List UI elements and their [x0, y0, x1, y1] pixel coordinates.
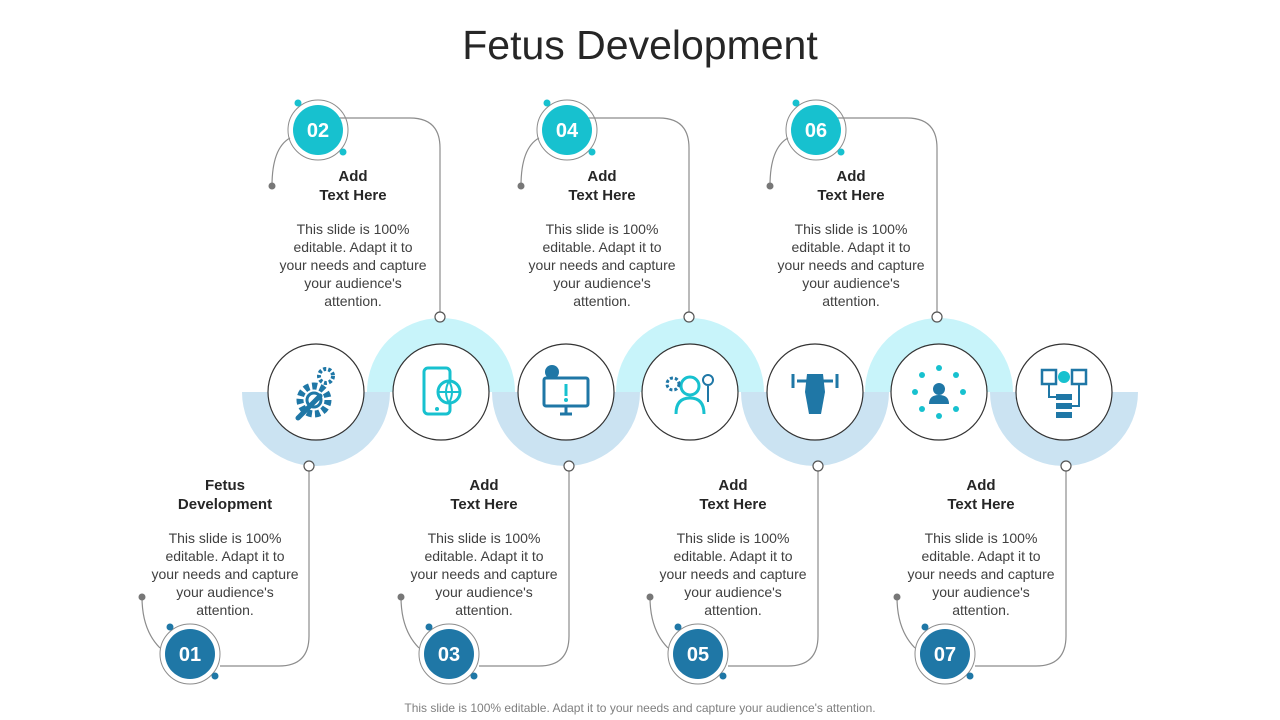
badge-ring-6	[785, 99, 847, 161]
mobile-globe-icon	[422, 366, 462, 416]
connector-line-3	[479, 466, 570, 667]
badge-ring-4	[536, 99, 598, 161]
badge-dot-a-5	[674, 623, 682, 631]
slide-footer: This slide is 100% editable. Adapt it to…	[404, 701, 876, 715]
badge-tail-dot-3	[397, 593, 405, 601]
step-body-3: This slide is 100% editable. Adapt it to…	[410, 530, 558, 618]
step-title-1: Fetus Development	[177, 477, 273, 513]
badge-dot-b-4	[588, 148, 596, 156]
connector-node-5	[812, 460, 824, 472]
step-number-3: 03	[438, 644, 460, 666]
step-body-6: This slide is 100% editable. Adapt it to…	[777, 221, 925, 309]
step-title-2: Add Text Here	[319, 168, 387, 204]
badge-ring-3	[418, 623, 480, 685]
badge-ring-7	[914, 623, 976, 685]
monitor-bug-alert-icon	[542, 365, 590, 416]
band-arc-3	[492, 392, 640, 466]
band-arc-4	[616, 318, 764, 392]
user-network-arrows-icon	[912, 365, 966, 419]
badge-ring-5	[667, 623, 729, 685]
badge-dot-b-7	[966, 672, 974, 680]
badge-tail-5	[649, 596, 669, 649]
number-badge-3	[424, 629, 474, 679]
badge-dot-a-2	[294, 99, 302, 107]
badge-dot-b-3	[470, 672, 478, 680]
number-badge-7	[920, 629, 970, 679]
band-arc-2	[367, 318, 515, 392]
connector-line-7	[975, 466, 1067, 667]
icon-circle-7	[1015, 343, 1113, 441]
band-arc-7	[990, 392, 1138, 466]
step-body-4: This slide is 100% editable. Adapt it to…	[528, 221, 676, 309]
badge-tail-dot-2	[268, 182, 276, 190]
fist-dumbbell-icon	[791, 374, 839, 414]
badge-dot-b-6	[837, 148, 845, 156]
badge-dot-b-1	[211, 672, 219, 680]
connector-line-1	[220, 466, 310, 667]
badge-tail-6	[769, 137, 789, 187]
badge-ring-1	[159, 623, 221, 685]
person-gear-idea-icon	[665, 374, 714, 415]
step-number-5: 05	[687, 644, 709, 666]
step-title-7: Add Text Here	[947, 477, 1015, 513]
badge-dot-b-5	[719, 672, 727, 680]
number-badge-4	[542, 105, 592, 155]
step-title-6: Add Text Here	[817, 168, 885, 204]
step-number-4: 04	[556, 120, 579, 142]
step-title-4: Add Text Here	[568, 168, 636, 204]
badge-dot-a-1	[166, 623, 174, 631]
gears-wrench-icon	[295, 367, 335, 421]
number-badge-2	[293, 105, 343, 155]
step-title-5: Add Text Here	[699, 477, 767, 513]
connector-node-7	[1060, 460, 1072, 472]
step-number-1: 01	[179, 644, 201, 666]
number-badge-1	[165, 629, 215, 679]
badge-tail-4	[520, 137, 540, 187]
number-badge-5	[673, 629, 723, 679]
badge-tail-3	[400, 596, 420, 649]
step-body-1: This slide is 100% editable. Adapt it to…	[151, 530, 299, 618]
badge-tail-dot-6	[766, 182, 774, 190]
connector-node-6	[931, 311, 943, 323]
badge-dot-a-6	[792, 99, 800, 107]
badge-dot-a-7	[921, 623, 929, 631]
badge-tail-dot-7	[893, 593, 901, 601]
band-arc-1	[242, 392, 390, 466]
connector-node-2	[434, 311, 446, 323]
badge-tail-1	[141, 596, 161, 649]
badge-tail-dot-5	[646, 593, 654, 601]
step-number-7: 07	[934, 644, 956, 666]
badge-tail-dot-4	[517, 182, 525, 190]
icon-circle-4	[641, 343, 739, 441]
connector-line-2	[318, 117, 441, 317]
badge-ring-2	[287, 99, 349, 161]
badge-dot-b-2	[339, 148, 347, 156]
band-arc-6	[865, 318, 1013, 392]
step-title-3: Add Text Here	[450, 477, 518, 513]
badge-tail-dot-1	[138, 593, 146, 601]
band-arc-5	[741, 392, 889, 466]
number-badge-6	[791, 105, 841, 155]
step-number-6: 06	[805, 120, 827, 142]
connector-line-6	[816, 117, 938, 317]
step-number-2: 02	[307, 120, 329, 142]
step-body-2: This slide is 100% editable. Adapt it to…	[279, 221, 427, 309]
slide-title: Fetus Development	[462, 22, 818, 68]
badge-tail-2	[271, 137, 291, 187]
connector-node-3	[563, 460, 575, 472]
badge-tail-7	[896, 596, 916, 649]
step-body-7: This slide is 100% editable. Adapt it to…	[907, 530, 1055, 618]
connector-node-1	[303, 460, 315, 472]
step-body-5: This slide is 100% editable. Adapt it to…	[659, 530, 807, 618]
servers-chart-icon	[1040, 368, 1088, 418]
connector-node-4	[683, 311, 695, 323]
connector-line-5	[728, 466, 819, 667]
badge-dot-a-4	[543, 99, 551, 107]
connector-line-4	[567, 117, 690, 317]
badge-dot-a-3	[425, 623, 433, 631]
